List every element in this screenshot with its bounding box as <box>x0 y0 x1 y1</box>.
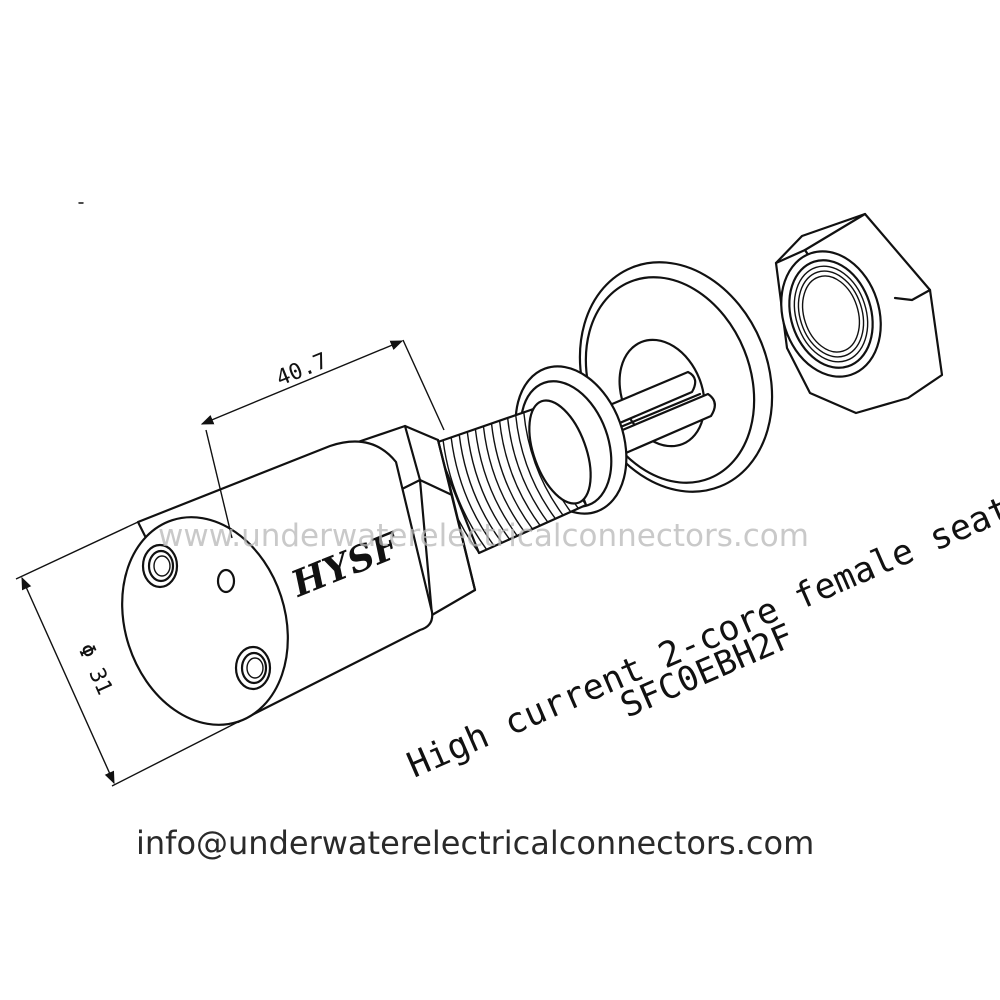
threaded-stem <box>433 399 592 555</box>
socket-hole-bottom <box>234 645 272 691</box>
thread-ridge <box>466 431 511 540</box>
length-label: 40.7 <box>273 349 331 392</box>
thread-ridge <box>458 433 503 544</box>
thread-ridge <box>506 417 549 523</box>
alignment-hole <box>216 568 236 594</box>
thread-ridge <box>490 422 534 530</box>
thread-ridge <box>474 428 518 537</box>
thread-ridge <box>482 425 526 534</box>
diameter-label: Φ 31 <box>73 640 117 699</box>
thread-ridge <box>498 420 541 527</box>
thread-ridge <box>523 411 564 516</box>
socket-hole-top <box>141 543 179 589</box>
connector-body: HYSF <box>121 440 434 726</box>
contact-email: info@underwaterelectricalconnectors.com <box>136 824 815 862</box>
thread-ridge <box>515 414 557 520</box>
watermark-text: www.underwaterelectricalconnectors.com <box>158 518 809 554</box>
thread-ridge <box>450 436 495 547</box>
thread-ridge <box>442 439 488 551</box>
hex-nut <box>774 212 944 415</box>
